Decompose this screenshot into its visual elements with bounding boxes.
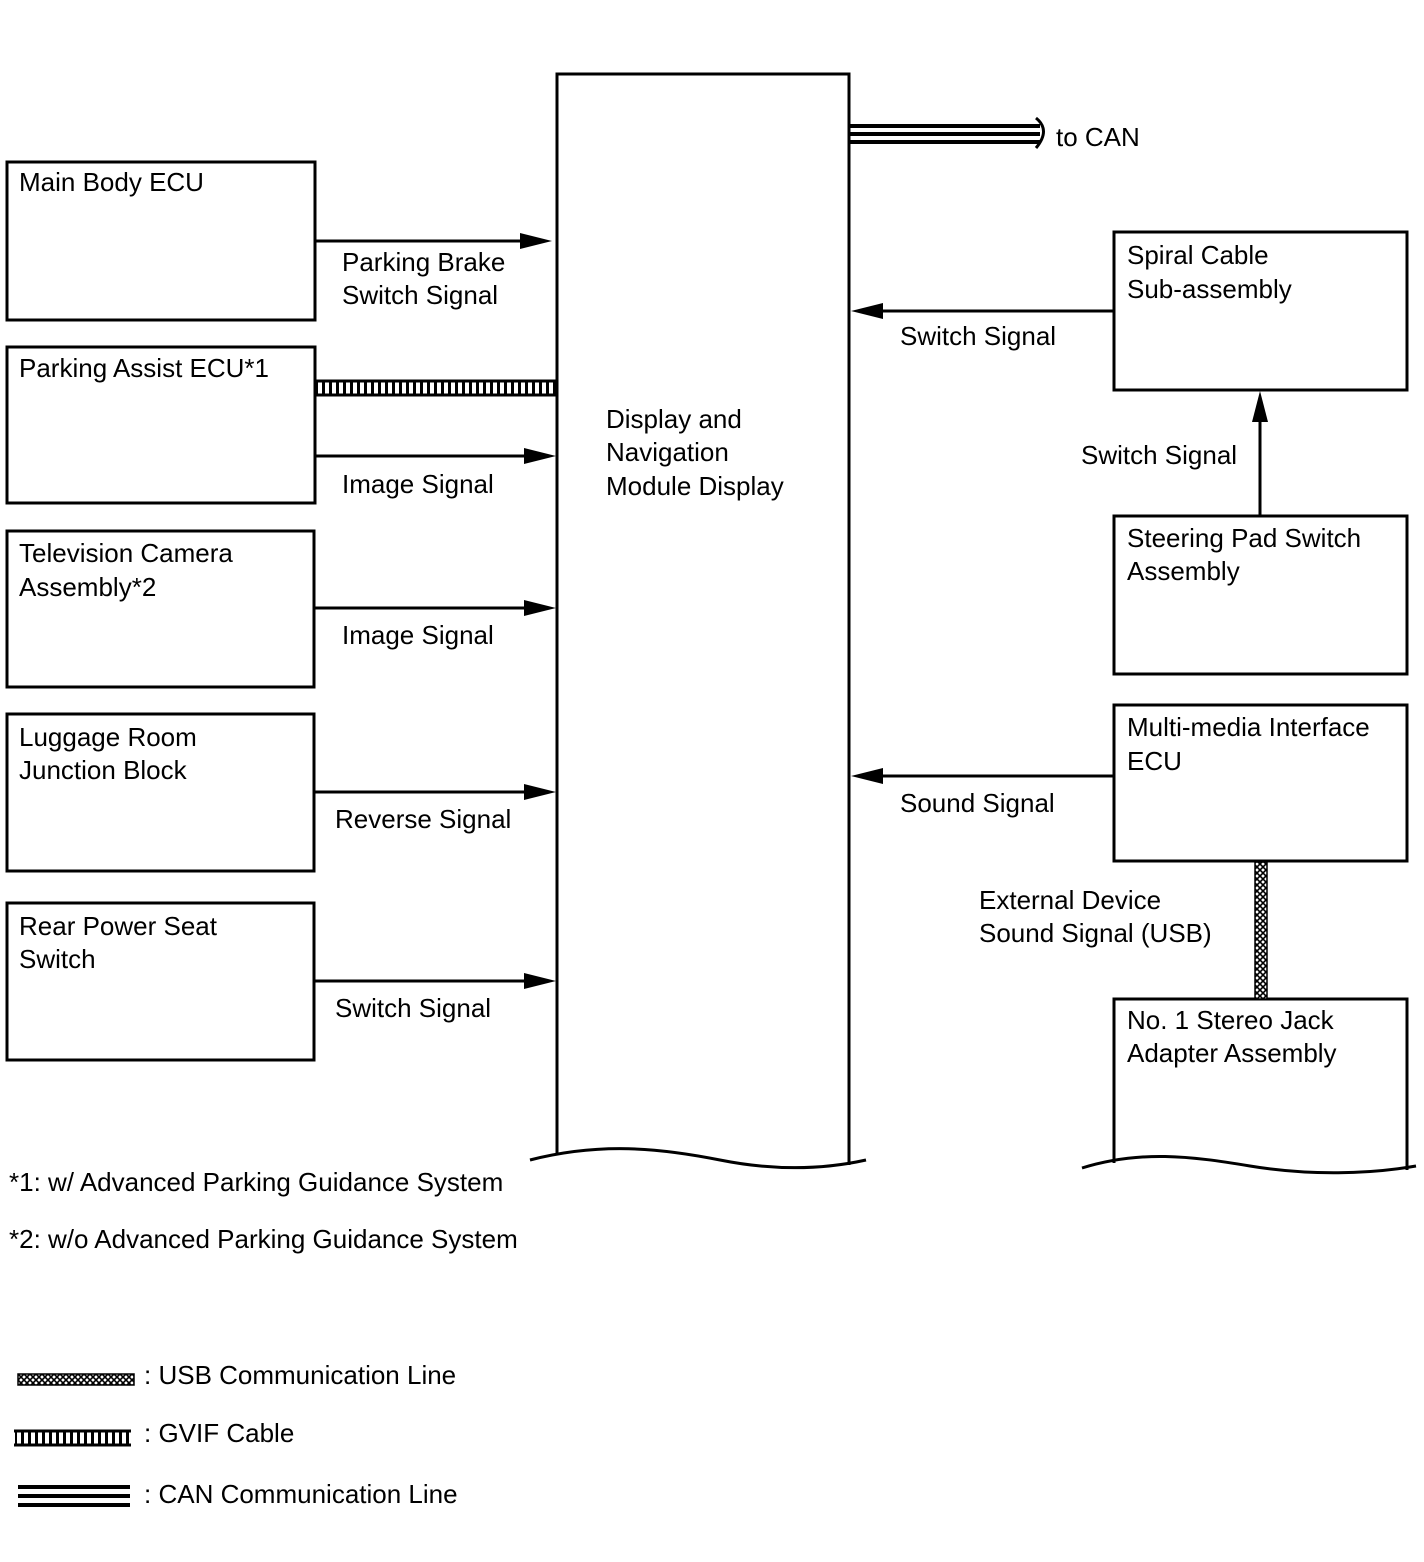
main-body-ecu-label: Main Body ECU <box>19 167 204 197</box>
rear-power-seat-switch-box: Rear Power Seat Switch <box>5 901 316 1062</box>
sound-signal-label: Sound Signal <box>900 788 1055 818</box>
external-signal-label-line2: Sound Signal (USB) <box>979 918 1212 948</box>
display-navigation-module: Display and Navigation Module Display <box>529 72 867 1170</box>
usb-line: External Device Sound Signal (USB) <box>979 861 1268 1000</box>
stereo-jack-adapter-box: No. 1 Stereo Jack Adapter Assembly <box>1081 997 1417 1175</box>
spiral-label-line1: Spiral Cable <box>1127 240 1269 270</box>
legend-usb: : USB Communication Line <box>17 1360 456 1390</box>
legend: : USB Communication Line : GVIF Cable : … <box>14 1360 458 1509</box>
reverse-signal-arrow: Reverse Signal <box>314 784 556 834</box>
luggage-label-line2: Junction Block <box>19 755 188 785</box>
steering-switch-signal-label: Switch Signal <box>1081 440 1237 470</box>
multimedia-label-line1: Multi-media Interface <box>1127 712 1370 742</box>
can-connection: to CAN <box>849 116 1140 152</box>
image-signal-label-2: Image Signal <box>342 620 494 650</box>
center-label-line1: Display and <box>606 404 742 434</box>
parking-brake-arrow: Parking Brake Switch Signal <box>315 233 552 310</box>
center-label-line3: Module Display <box>606 471 784 501</box>
legend-can: : CAN Communication Line <box>18 1479 458 1509</box>
can-label: to CAN <box>1056 122 1140 152</box>
parking-assist-ecu-box: Parking Assist ECU*1 <box>5 345 317 505</box>
stereo-jack-label-line1: No. 1 Stereo Jack <box>1127 1005 1335 1035</box>
steering-label-line2: Assembly <box>1127 556 1240 586</box>
luggage-room-junction-box: Luggage Room Junction Block <box>5 712 316 873</box>
legend-can-label: : CAN Communication Line <box>144 1479 458 1509</box>
spiral-cable-box: Spiral Cable Sub-assembly <box>1112 230 1409 392</box>
rear-switch-signal-arrow: Switch Signal <box>314 973 556 1023</box>
rear-seat-label-line2: Switch <box>19 944 96 974</box>
image-signal-label-1: Image Signal <box>342 469 494 499</box>
tv-camera-label-line1: Television Camera <box>19 538 233 568</box>
steering-switch-signal-arrow: Switch Signal <box>1081 391 1268 516</box>
sound-signal-arrow: Sound Signal <box>851 768 1114 818</box>
gvif-cable-swatch <box>15 1431 131 1445</box>
main-body-ecu-box: Main Body ECU <box>5 160 317 322</box>
spiral-label-line2: Sub-assembly <box>1127 274 1292 304</box>
rear-seat-label-line1: Rear Power Seat <box>19 911 218 941</box>
multimedia-label-line2: ECU <box>1127 746 1182 776</box>
tv-camera-label-line2: Assembly*2 <box>19 572 156 602</box>
stereo-jack-label-line2: Adapter Assembly <box>1127 1038 1337 1068</box>
spiral-switch-signal-label: Switch Signal <box>900 321 1056 351</box>
spiral-switch-signal-arrow: Switch Signal <box>851 303 1114 351</box>
multimedia-interface-ecu-box: Multi-media Interface ECU <box>1112 703 1409 863</box>
footnote-2: *2: w/o Advanced Parking Guidance System <box>9 1224 518 1254</box>
legend-gvif-label: : GVIF Cable <box>144 1418 294 1448</box>
legend-usb-label: : USB Communication Line <box>144 1360 456 1390</box>
usb-line-swatch <box>17 1373 135 1386</box>
footnote-1: *1: w/ Advanced Parking Guidance System <box>9 1167 503 1197</box>
external-signal-label-line1: External Device <box>979 885 1161 915</box>
legend-gvif: : GVIF Cable <box>14 1418 294 1448</box>
image-signal-arrow-2: Image Signal <box>314 600 556 650</box>
luggage-label-line1: Luggage Room <box>19 722 197 752</box>
center-label-line2: Navigation <box>606 437 729 467</box>
parking-brake-label-line2: Switch Signal <box>342 280 498 310</box>
reverse-signal-label: Reverse Signal <box>335 804 511 834</box>
television-camera-box: Television Camera Assembly*2 <box>5 529 316 689</box>
image-signal-arrow-1: Image Signal <box>315 448 556 499</box>
steering-pad-switch-box: Steering Pad Switch Assembly <box>1112 514 1409 676</box>
gvif-cable <box>315 379 557 397</box>
steering-label-line1: Steering Pad Switch <box>1127 523 1361 553</box>
rear-switch-signal-label: Switch Signal <box>335 993 491 1023</box>
parking-assist-ecu-label: Parking Assist ECU*1 <box>19 353 269 383</box>
parking-brake-label-line1: Parking Brake <box>342 247 505 277</box>
